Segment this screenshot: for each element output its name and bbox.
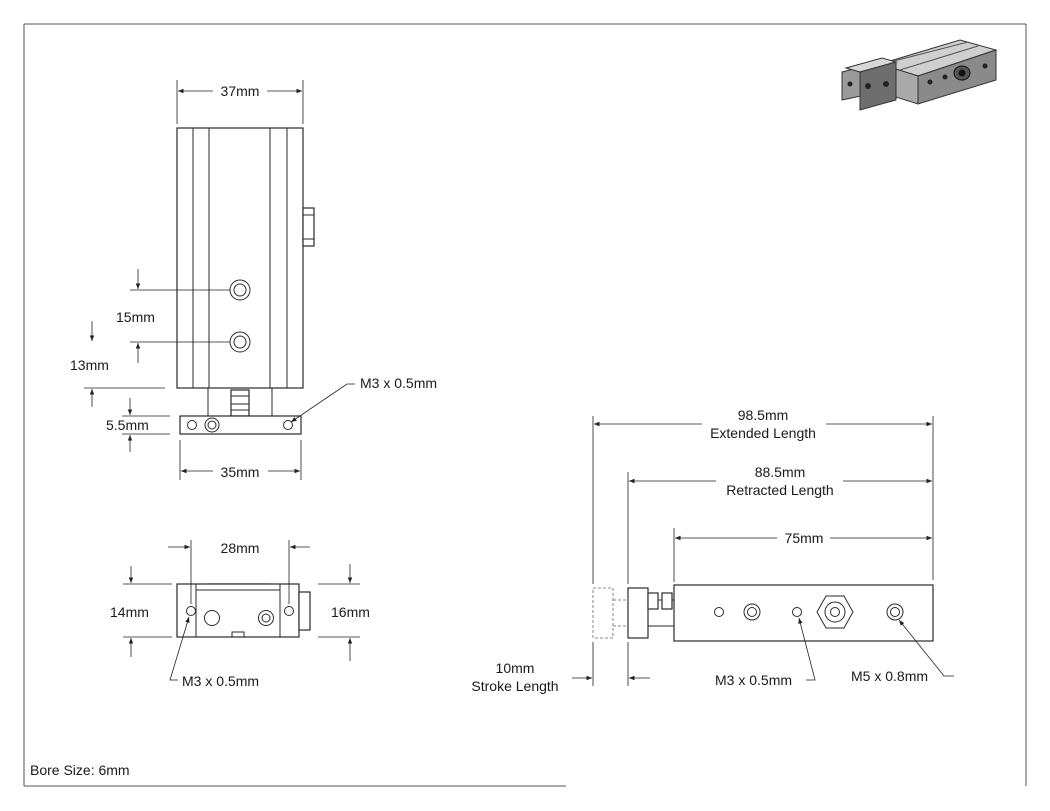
- leader-port-side: [898, 619, 954, 677]
- dim-base-height: [122, 398, 170, 452]
- dim-front-width: [168, 540, 310, 604]
- label-thread-side: M3 x 0.5mm: [715, 672, 792, 688]
- label-stroke-value: 10mm: [496, 660, 535, 676]
- isometric-view: [841, 39, 998, 111]
- label-retracted-value: 88.5mm: [755, 464, 806, 480]
- label-extended-value: 98.5mm: [738, 407, 789, 423]
- dim-hole-spacing: [130, 269, 230, 363]
- dim-top-width: [176, 80, 304, 124]
- label-stroke-caption: Stroke Length: [471, 678, 558, 694]
- label-thread-top: M3 x 0.5mm: [360, 375, 437, 391]
- leader-thread-top: [290, 383, 355, 423]
- label-retracted-caption: Retracted Length: [726, 482, 833, 498]
- side-view: [592, 584, 934, 642]
- dim-body-length: [673, 528, 932, 582]
- label-top-width: 37mm: [221, 83, 260, 99]
- label-base-height: 5.5mm: [106, 417, 149, 433]
- label-front-height-2: 16mm: [331, 604, 370, 620]
- bore-size-note: Bore Size: 6mm: [30, 762, 130, 778]
- label-port-side: M5 x 0.8mm: [851, 668, 928, 684]
- sheet-frame: [23, 23, 1027, 787]
- dim-hole-offset: [84, 321, 165, 407]
- label-hole-offset: 13mm: [70, 357, 109, 373]
- dim-front-height-2: [318, 564, 360, 661]
- label-extended-caption: Extended Length: [710, 425, 816, 441]
- front-view: [176, 583, 311, 638]
- label-hole-spacing: 15mm: [116, 309, 155, 325]
- dim-retracted: [627, 472, 932, 584]
- label-body-length: 75mm: [785, 530, 824, 546]
- dim-extended: [592, 416, 934, 584]
- dim-front-height: [123, 566, 172, 657]
- label-front-height: 14mm: [110, 604, 149, 620]
- label-front-width: 28mm: [221, 540, 260, 556]
- top-view: [176, 127, 315, 435]
- label-thread-front: M3 x 0.5mm: [182, 673, 259, 689]
- label-base-width: 35mm: [221, 464, 260, 480]
- leader-thread-side: [798, 617, 816, 681]
- leader-thread-front: [169, 616, 190, 681]
- dim-base-width: [179, 440, 302, 480]
- dim-stroke: [572, 642, 650, 686]
